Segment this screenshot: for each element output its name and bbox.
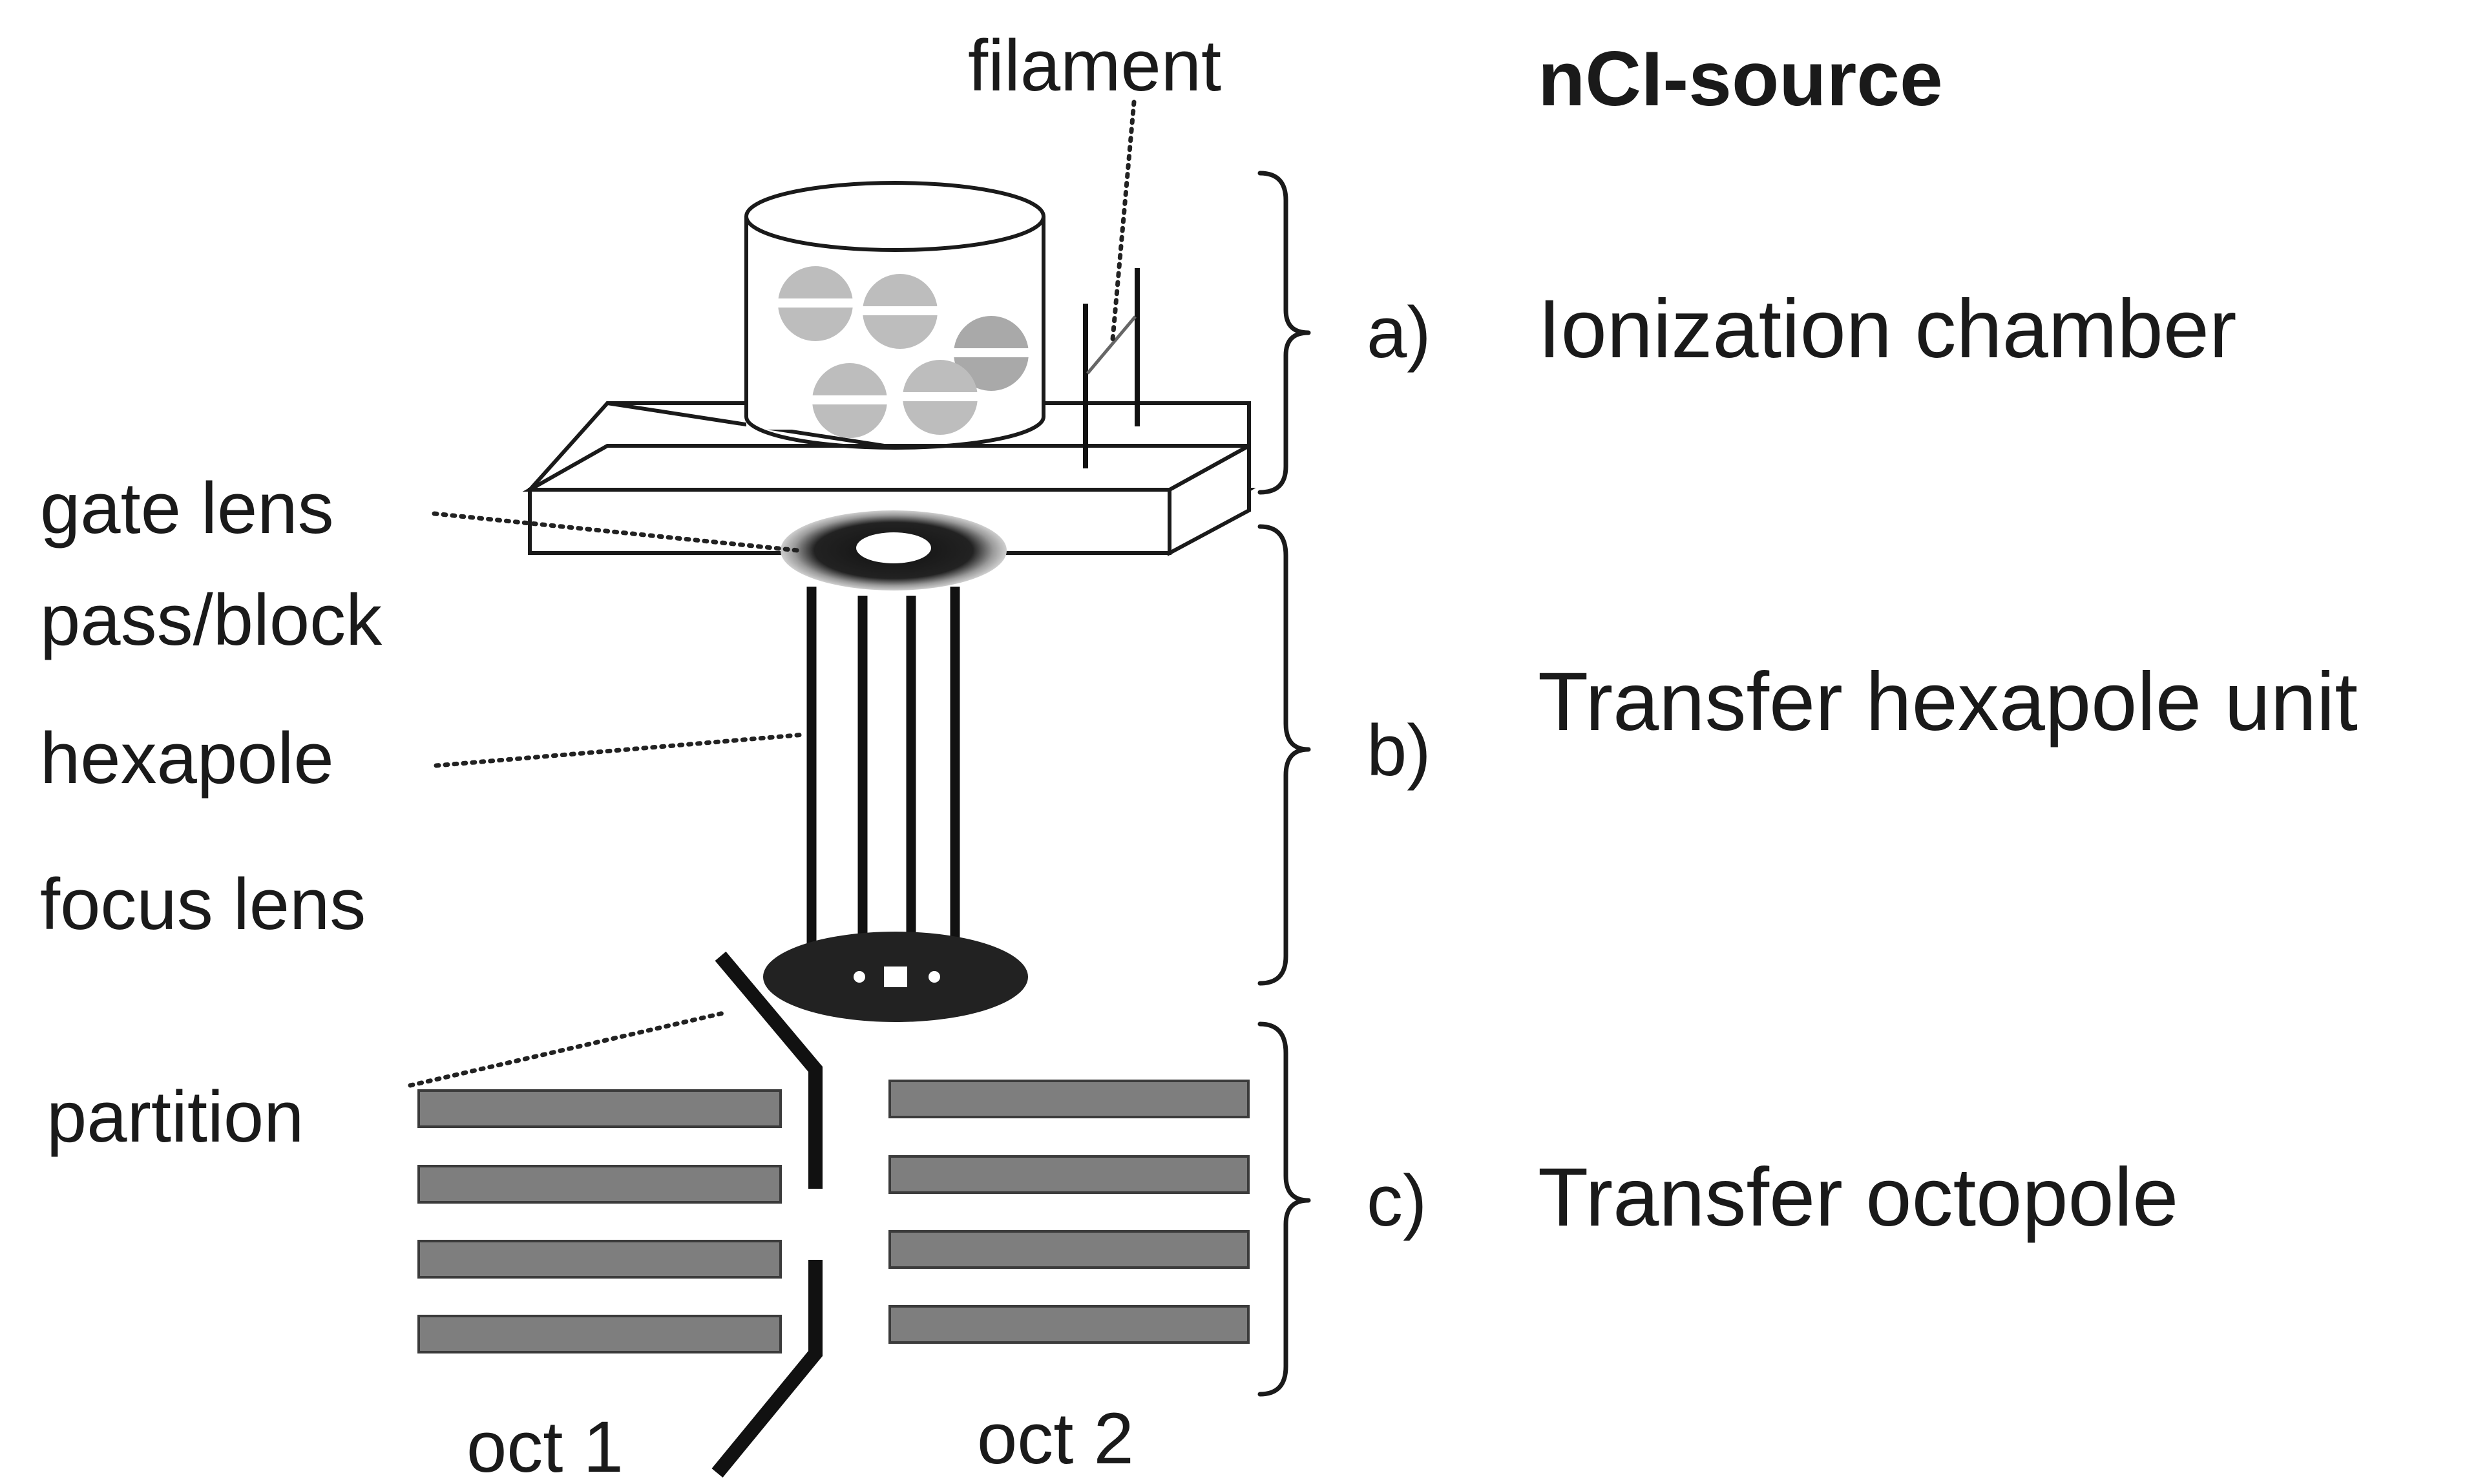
gate-lens-label: gate lens (40, 468, 334, 549)
filament-wires (1083, 268, 1140, 468)
section-b-key: b) (1367, 710, 1431, 791)
partition-label: partition (47, 1076, 304, 1157)
section-b-name: Transfer hexapole unit (1538, 656, 2358, 748)
molecule (778, 266, 853, 341)
gas-molecules (778, 266, 1029, 438)
section-a-key: a) (1367, 292, 1431, 373)
gate-lens-leader (432, 511, 801, 553)
molecule (903, 360, 978, 435)
focus-lens-disk (763, 932, 1028, 1022)
molecule (954, 316, 1029, 391)
molecule (863, 274, 938, 349)
ionization-chamber (522, 181, 1256, 557)
diagram-title: nCI-source (1538, 36, 1943, 122)
partition-leader (408, 1010, 726, 1088)
chamber-base-plate (522, 401, 1256, 557)
partition (711, 951, 823, 1478)
section-a-name: Ionization chamber (1538, 283, 2237, 375)
brace-b (1257, 524, 1311, 986)
hexapole-leader (434, 732, 807, 768)
hexapole-rods (806, 587, 960, 956)
section-c-key: c) (1367, 1160, 1427, 1241)
oct1-label: oct 1 (467, 1406, 624, 1484)
octopole-unit (417, 951, 1250, 1478)
hexapole-label: hexapole (40, 718, 334, 799)
oct2-rods (888, 1080, 1250, 1344)
focus-lens-label: focus lens (40, 864, 366, 945)
oct1-rods (417, 1089, 782, 1353)
molecule (812, 363, 887, 438)
section-c-name: Transfer octopole (1538, 1151, 2178, 1244)
filament-label: filament (968, 25, 1221, 106)
oct2-label: oct 2 (977, 1398, 1134, 1479)
brace-c (1257, 1021, 1311, 1397)
brace-a (1257, 171, 1311, 495)
gate-lens-disk (781, 510, 1007, 590)
pass-block-label: pass/block (40, 580, 383, 660)
filament-leader (1110, 99, 1137, 342)
hexapole-unit (763, 510, 1028, 1022)
